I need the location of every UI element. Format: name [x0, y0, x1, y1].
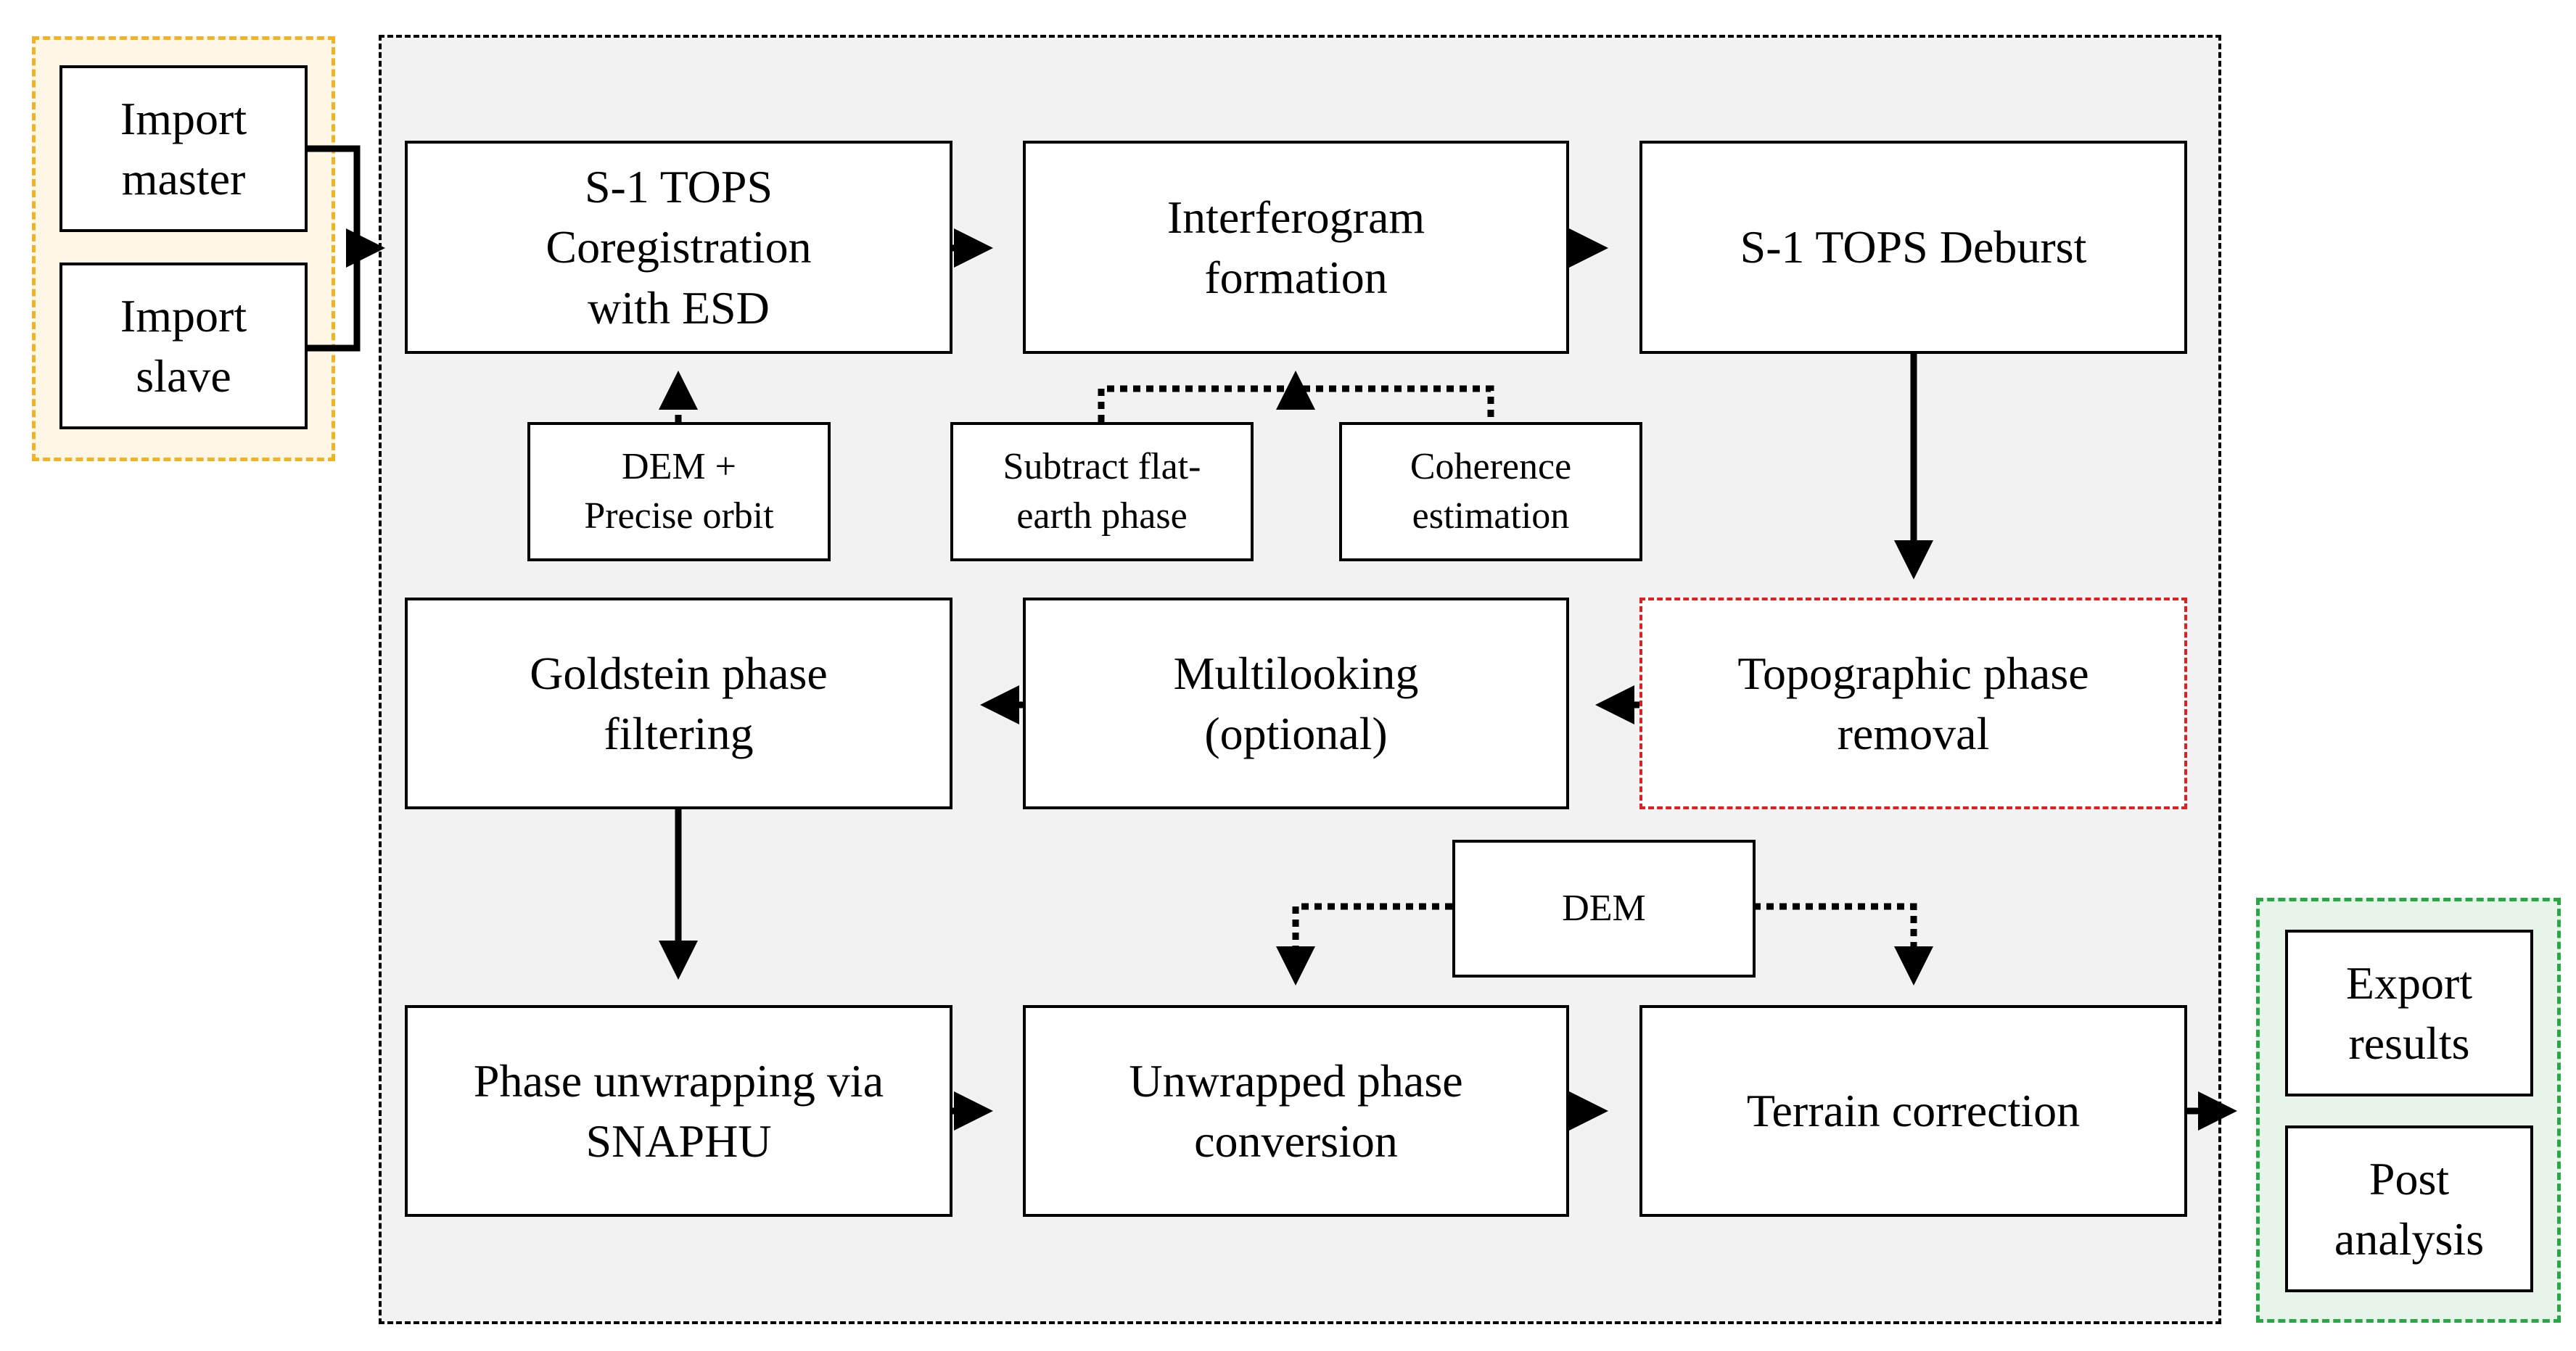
- import-master-box: Import master: [59, 65, 308, 232]
- goldstein-filtering-box: Goldstein phase filtering: [405, 598, 952, 809]
- unwrapped-conversion-box: Unwrapped phase conversion: [1023, 1005, 1569, 1217]
- subtract-flat-earth-box: Subtract flat- earth phase: [950, 422, 1254, 561]
- flat-earth-connector: [1098, 385, 1494, 422]
- coherence-estimation-box: Coherence estimation: [1339, 422, 1642, 561]
- multilooking-box: Multilooking (optional): [1023, 598, 1569, 809]
- interferogram-box: Interferogram formation: [1023, 141, 1569, 354]
- export-results-box: Export results: [2285, 930, 2533, 1096]
- dem-precise-orbit-box: DEM + Precise orbit: [527, 422, 831, 561]
- dem-to-terrain-arrow: [1753, 903, 1933, 986]
- topographic-removal-box: Topographic phase removal: [1639, 598, 2187, 809]
- terrain-correction-box: Terrain correction: [1639, 1005, 2187, 1217]
- phase-unwrapping-box: Phase unwrapping via SNAPHU: [405, 1005, 952, 1217]
- import-master-connector: [308, 145, 361, 352]
- deburst-box: S-1 TOPS Deburst: [1639, 141, 2187, 354]
- coregistration-box: S-1 TOPS Coregistration with ESD: [405, 141, 952, 354]
- dem-box: DEM: [1452, 840, 1756, 978]
- import-slave-box: Import slave: [59, 263, 308, 429]
- post-analysis-box: Post analysis: [2285, 1125, 2533, 1292]
- dem-to-conversion-arrow: [1276, 903, 1452, 986]
